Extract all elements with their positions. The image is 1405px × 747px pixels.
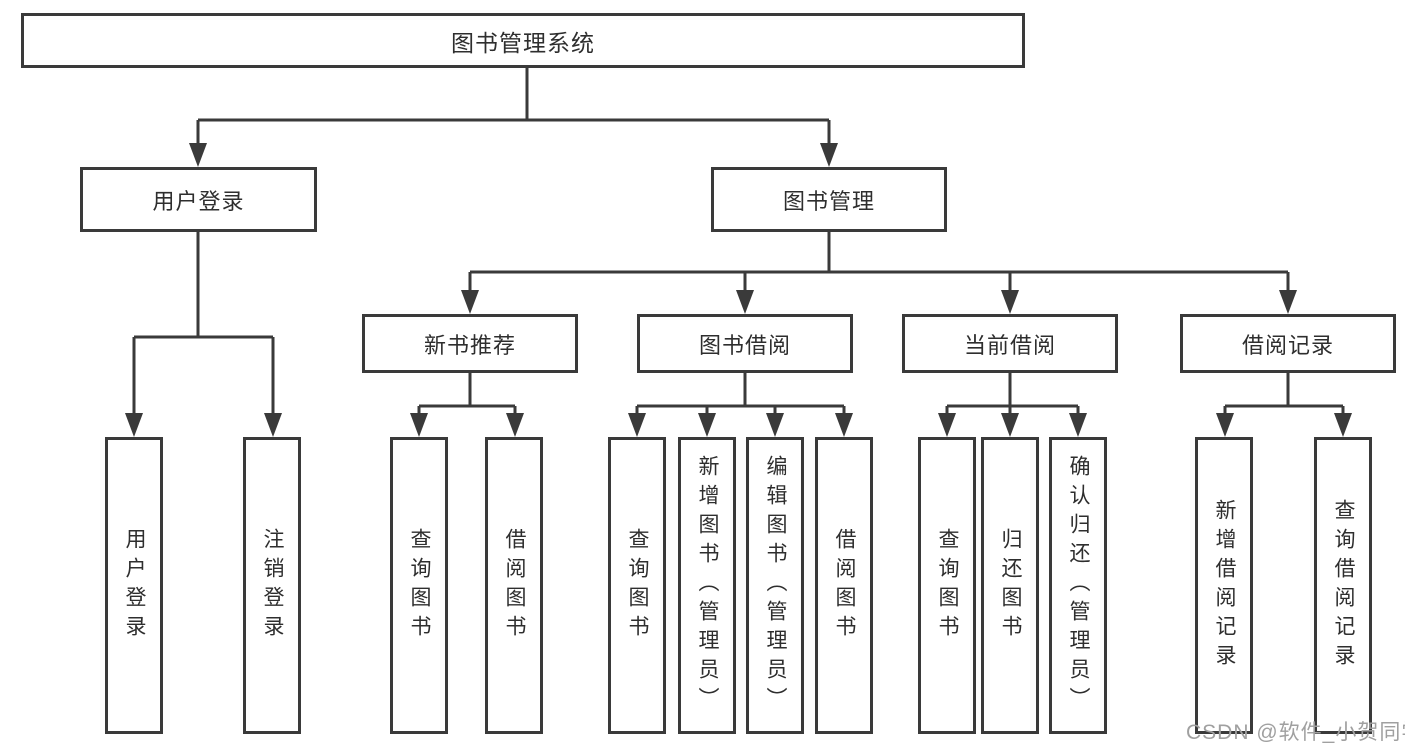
- node-book-borrow: 图书借阅: [637, 314, 853, 373]
- leaf-borrow-books: 借阅图书: [815, 437, 873, 734]
- leaf-query-borrow-record: 查询借阅记录: [1314, 437, 1372, 734]
- leaf-return-books: 归还图书: [981, 437, 1039, 734]
- node-current-borrow: 当前借阅: [902, 314, 1118, 373]
- node-new-book-recommend: 新书推荐: [362, 314, 578, 373]
- csdn-watermark: CSDN @软件_小贺同学: [1186, 721, 1405, 744]
- leaf-query-books-recommend: 查询图书: [390, 437, 448, 734]
- node-user-login: 用户登录: [80, 167, 317, 232]
- node-book-management: 图书管理: [711, 167, 947, 232]
- leaf-logout: 注销登录: [243, 437, 301, 734]
- leaf-user-login: 用户登录: [105, 437, 163, 734]
- leaf-borrow-books-recommend: 借阅图书: [485, 437, 543, 734]
- leaf-edit-books-admin: 编辑图书（管理员）: [746, 437, 804, 734]
- leaf-add-borrow-record: 新增借阅记录: [1195, 437, 1253, 734]
- leaf-query-books-borrow: 查询图书: [608, 437, 666, 734]
- node-library-system: 图书管理系统: [21, 13, 1025, 68]
- leaf-add-books-admin: 新增图书（管理员）: [678, 437, 736, 734]
- leaf-confirm-return-admin: 确认归还（管理员）: [1049, 437, 1107, 734]
- node-borrow-records: 借阅记录: [1180, 314, 1396, 373]
- leaf-query-books-current: 查询图书: [918, 437, 976, 734]
